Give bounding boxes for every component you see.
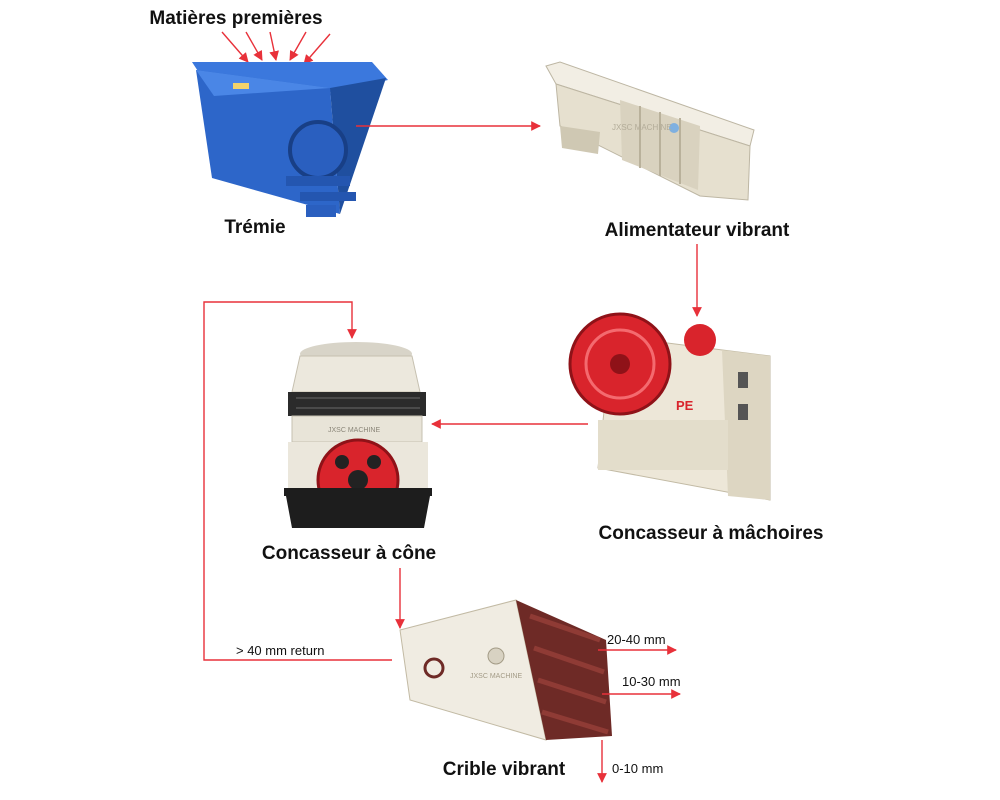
hopper-label: Trémie <box>224 217 285 238</box>
raw-material-arrows <box>221 31 331 65</box>
output-medium-label: 10-30 mm <box>622 674 681 689</box>
output-fine-label: 0-10 mm <box>612 761 663 776</box>
jaw-model-text: PE <box>676 398 694 413</box>
cone-crusher-image: JXSC MACHINE <box>284 342 432 528</box>
vibrating-screen-image: JXSC MACHINE <box>399 599 612 741</box>
jaw-crusher-label: Concasseur à mâchoires <box>599 523 824 544</box>
output-coarse-label: 20-40 mm <box>607 632 666 647</box>
return-label: > 40 mm return <box>236 643 325 658</box>
cone-watermark: JXSC MACHINE <box>328 427 380 434</box>
screen-watermark: JXSC MACHINE <box>470 673 522 680</box>
jaw-crusher-image: PE <box>568 312 771 501</box>
feeder-image: JXSC MACHINE <box>545 61 755 201</box>
hopper-image <box>192 62 388 217</box>
return-loop-arrow <box>203 301 392 661</box>
screen-label: Crible vibrant <box>443 759 566 780</box>
feeder-label: Alimentateur vibrant <box>605 220 790 241</box>
feeder-watermark: JXSC MACHINE <box>612 123 672 132</box>
cone-crusher-label: Concasseur à cône <box>262 543 436 564</box>
raw-materials-title: Matières premières <box>149 8 322 29</box>
